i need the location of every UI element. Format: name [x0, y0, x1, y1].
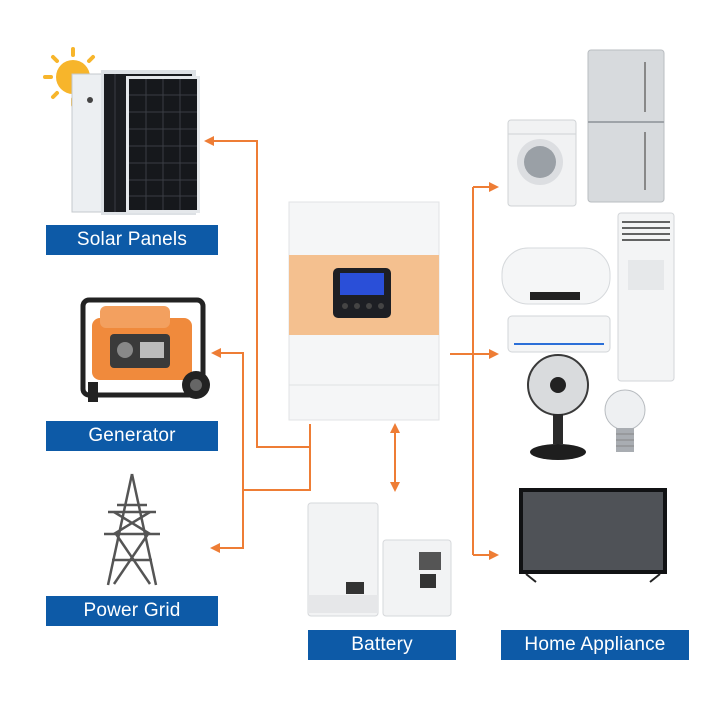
generator-icon — [80, 297, 210, 402]
power-grid-label: Power Grid — [46, 596, 218, 626]
washing-machine-icon — [507, 119, 577, 207]
generator-label: Generator — [46, 421, 218, 451]
standing-ac-icon — [617, 212, 675, 382]
connection-lines — [204, 136, 499, 560]
arrow-to-solar — [204, 136, 311, 448]
fan-icon — [527, 354, 589, 460]
television-icon — [519, 488, 667, 583]
power-tower-icon — [104, 473, 160, 586]
air-conditioner-icon — [507, 315, 611, 353]
light-bulb-icon — [604, 389, 646, 452]
solar-panels-label: Solar Panels — [46, 225, 218, 255]
water-heater-icon — [501, 247, 611, 305]
home-appliance-label: Home Appliance — [501, 630, 689, 660]
arrow-to-grid — [210, 490, 244, 553]
solar-panel-icon — [71, 70, 200, 215]
refrigerator-icon — [587, 49, 665, 203]
battery-label: Battery — [308, 630, 456, 660]
inverter-icon — [288, 201, 440, 421]
battery-icon — [307, 502, 452, 617]
